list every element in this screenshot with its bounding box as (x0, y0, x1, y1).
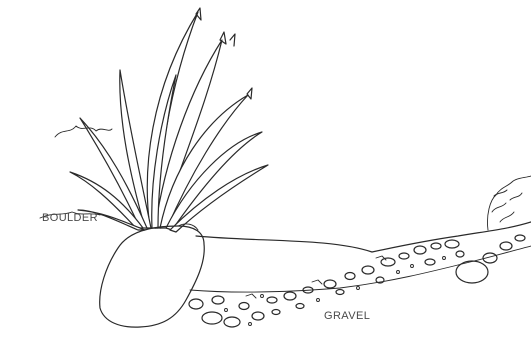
soil-base-line (190, 246, 531, 292)
background-shrub-right (487, 176, 531, 230)
ground-line (196, 222, 531, 252)
background-shrub-left (40, 126, 112, 218)
boulder (100, 224, 205, 327)
grass-tuft (70, 8, 268, 232)
gravel-label: GRAVEL (324, 310, 370, 322)
boulder-label: BOULDER (42, 212, 98, 224)
